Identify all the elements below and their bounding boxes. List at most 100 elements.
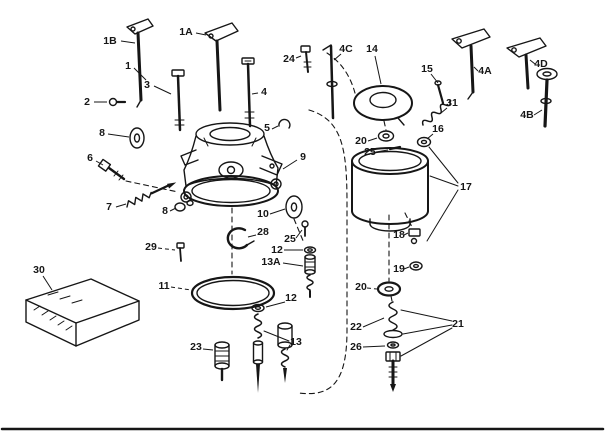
part-leader-8 [169,207,177,212]
air-filter-box-30 [25,278,140,347]
shaft-3 [171,69,185,132]
drain-spring-22 [388,301,398,331]
part-leader-9 [282,159,298,170]
part-leader-19 [403,266,410,270]
shaft-4c [322,44,338,120]
leader-fan-lines [263,146,459,357]
choke-lever-1a [204,22,239,112]
part-leader-11 [170,286,192,291]
part-label-26: 26 [350,341,362,353]
lever-4a [451,28,491,100]
part-label-30: 30 [33,264,45,276]
part-label-15: 15 [421,63,433,75]
part-leader-8 [107,133,130,138]
shaft-4b [536,67,558,128]
part-label-6: 6 [87,152,93,164]
part-label-16: 16 [432,123,444,135]
valve-stack-13a [303,246,317,298]
part-leader-6 [95,160,104,166]
part-leader-18 [403,232,409,236]
washer-8-upper [129,127,145,149]
part-leader-7 [115,203,127,208]
part-leader-3 [153,85,172,95]
part-leader-15 [430,73,439,84]
part-label-14: 14 [366,43,378,55]
part-label-4C: 4C [339,43,353,55]
part-leader-14 [374,55,382,85]
part-leader-30 [42,275,53,291]
part-label-22: 22 [350,321,362,333]
washer-20-upper [377,130,395,142]
washer-20-lower [376,281,402,297]
part-label-12-2: 12 [285,292,297,304]
part-label-4B: 4B [520,109,534,121]
part-leader-5 [271,125,279,130]
lever-4d [506,37,547,90]
ring-26 [386,341,400,349]
part-label-28: 28 [257,226,269,238]
part-label-19: 19 [393,263,405,275]
screw-25-center [301,220,309,237]
part-label-24: 24 [283,53,295,65]
assembly-guide-lines [125,52,413,395]
shaft-4 [241,57,255,128]
part-label-1A: 1A [179,26,193,38]
part-leader-23 [202,348,214,351]
part-leader-20 [367,137,378,142]
part-label-1: 1 [125,60,131,72]
part-label-18: 18 [393,229,405,241]
throttle-lever-1b [126,18,154,108]
part-label-8: 8 [99,127,105,139]
part-label-13A: 13A [261,256,281,268]
drain-washer [383,329,403,339]
float-hinge-28 [226,227,255,250]
part-leader-26 [362,345,386,348]
float-bowl-17 [351,147,429,232]
clip-5 [278,118,291,129]
part-leader-20 [366,287,378,290]
part-label-21: 21 [452,318,464,330]
part-label-12: 12 [271,244,283,256]
part-leader-24 [295,55,302,59]
part-label-11: 11 [158,280,169,292]
main-jet-23 [214,341,230,382]
washer-19 [409,261,423,271]
part-label-25: 25 [364,146,376,158]
part-leader-29 [157,247,176,251]
part-label-8-2: 8 [162,205,168,217]
part-leader-13A [282,262,304,267]
part-leader-22 [362,317,385,328]
part-label-31: 31 [446,97,458,109]
part-leader-4 [251,92,259,95]
carburetor-body [180,122,283,207]
part-label-20: 20 [355,135,367,147]
part-label-2: 2 [84,96,90,108]
spring-31 [421,100,451,126]
part-leader-1B [120,40,136,44]
idle-needle-7 [126,182,177,208]
part-leader-28 [247,234,257,238]
screw-29 [176,242,185,262]
part-label-3: 3 [144,79,150,91]
washer-16 [416,136,432,148]
part-leader-4D [529,59,536,65]
screw-24 [300,45,312,73]
part-label-25-2: 25 [284,233,296,245]
part-leader-25 [375,149,389,153]
part-label-20-2: 20 [355,281,367,293]
cover-disc-10 [285,195,303,219]
part-label-4D: 4D [534,58,548,70]
needle-stack-13-left [252,313,264,393]
part-label-7: 7 [106,201,112,213]
part-label-9: 9 [300,151,306,163]
gasket-ring-11 [190,275,276,311]
part-label-1B: 1B [103,35,117,47]
part-leader-25 [295,229,303,239]
part-leader-10 [269,208,286,215]
float-ring-14 [353,85,413,126]
needle-15 [434,80,445,105]
part-leader-16 [426,133,434,140]
